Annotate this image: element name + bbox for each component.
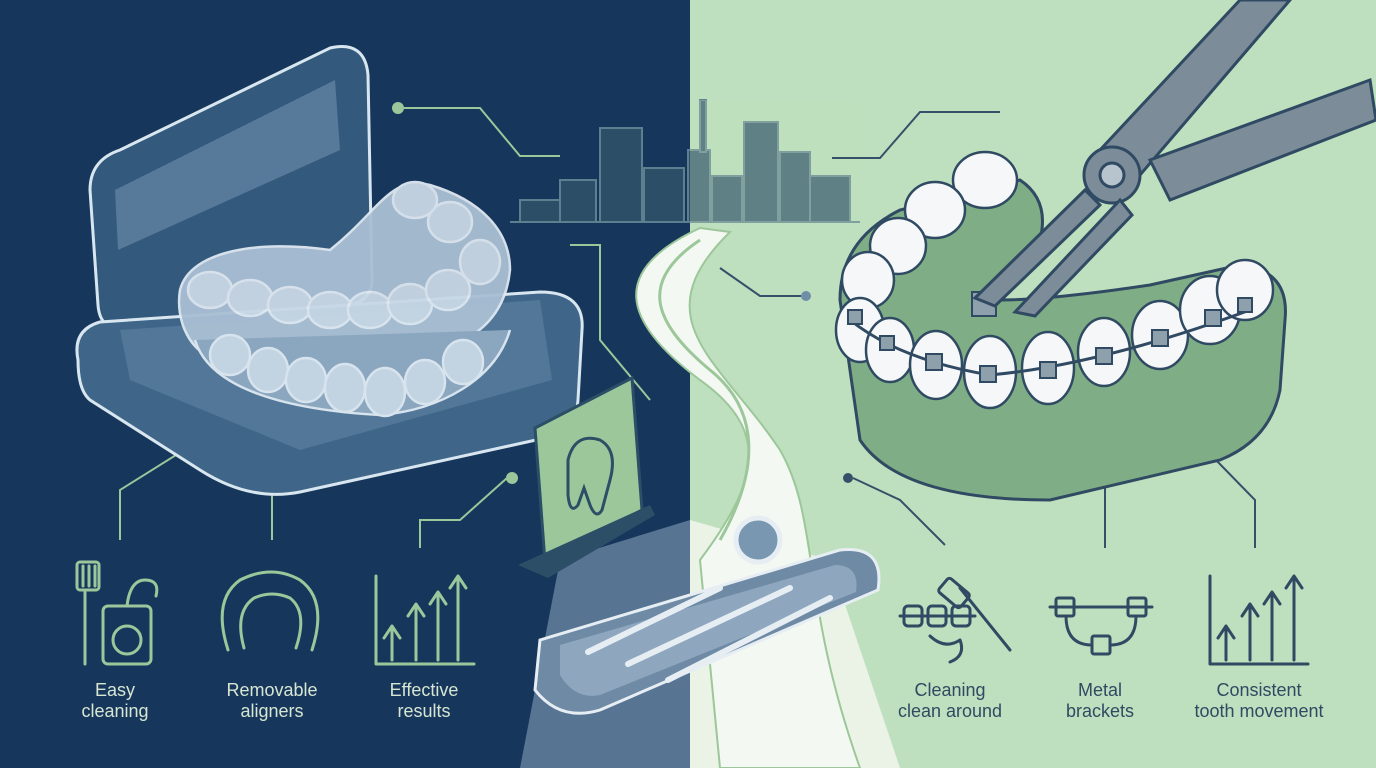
feature-label-cleaning: Cleaning clean around	[880, 680, 1020, 722]
feature-label-consistent-tooth-movement: Consistent tooth movement	[1176, 680, 1342, 722]
rising-chart-icon	[374, 574, 476, 666]
feature-label-easy-cleaning: Easy cleaning	[60, 680, 170, 722]
feature-label-line1: Effective	[389, 680, 459, 700]
feature-label-line1: Easy	[94, 680, 136, 700]
dental-mirror-icon	[733, 515, 783, 565]
probe-icon	[625, 585, 793, 667]
aligner-arch-icon	[220, 570, 320, 652]
feature-label-line2: tooth movement	[1194, 701, 1324, 721]
toothbrush-floss-icon	[75, 560, 159, 666]
metal-bracket-icon	[1048, 596, 1154, 656]
skyline-right-tint	[690, 100, 860, 223]
city-skyline	[510, 99, 860, 223]
tooth-outline-icon	[566, 436, 614, 516]
feature-label-line2: clean around	[897, 701, 1003, 721]
feature-label-line1: Metal	[1077, 680, 1122, 700]
rising-chart-icon	[1208, 574, 1310, 666]
braces-model	[834, 150, 1287, 502]
mirror-handle-icon	[585, 585, 723, 655]
feature-label-line2: aligners	[240, 701, 304, 721]
feature-label-line1: Cleaning	[914, 680, 986, 700]
case-lid-glare	[115, 80, 340, 250]
feature-label-effective-results: Effective results	[364, 680, 484, 722]
feature-label-line1: Removable	[226, 680, 318, 700]
winding-path	[635, 226, 862, 768]
feature-label-line1: Consistent	[1216, 680, 1302, 700]
orthodontic-pliers	[972, 0, 1376, 318]
feature-label-line2: cleaning	[81, 701, 149, 721]
path-center-line	[658, 238, 751, 541]
dental-tool-tray	[533, 515, 881, 715]
feature-label-removable-aligners: Removable aligners	[200, 680, 344, 722]
clear-aligners	[177, 180, 512, 418]
feature-label-metal-brackets: Metal brackets	[1045, 680, 1155, 722]
feature-label-line2: results	[397, 701, 451, 721]
scaler-icon	[665, 595, 833, 683]
feature-label-line2: brackets	[1065, 701, 1135, 721]
tooth-sign	[518, 375, 655, 578]
brush-braces-icon	[898, 576, 1012, 664]
